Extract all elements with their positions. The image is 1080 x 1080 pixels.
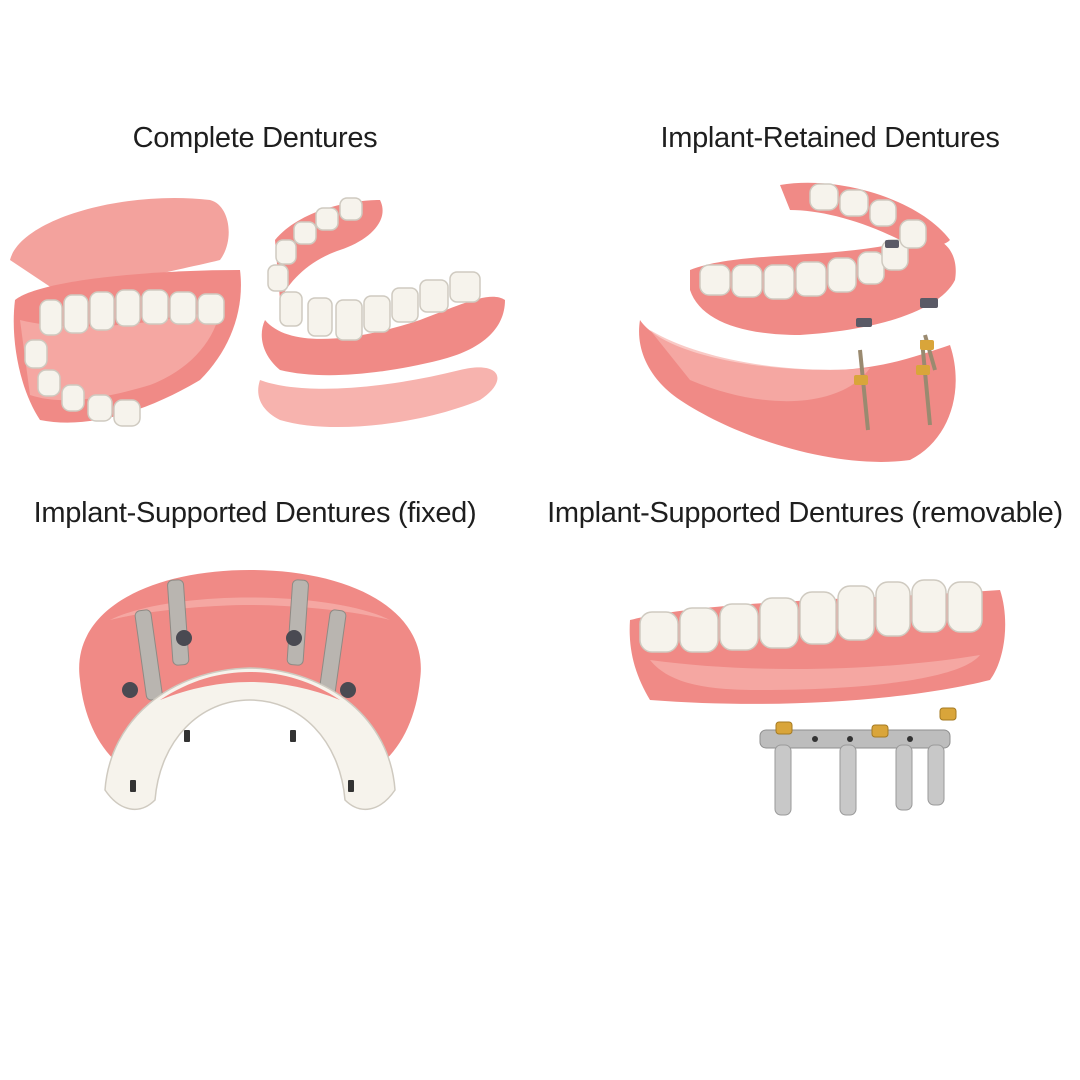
removable-denture-teeth (639, 579, 983, 653)
lower-jaw-highlight (650, 330, 870, 402)
panel-title-implant-retained-dentures: Implant-Retained Dentures (660, 122, 1000, 154)
bar-attachments (775, 707, 957, 738)
denture-gum-highlight (650, 655, 980, 690)
bridge-screws (130, 730, 354, 792)
upper-denture-palate (10, 198, 229, 300)
implant-fixtures (774, 744, 945, 816)
lower-denture-teeth (267, 197, 481, 341)
panel-title-implant-supported-removable: Implant-Supported Dentures (removable) (547, 497, 1063, 529)
implant-supported-removable-illustration (629, 579, 1006, 816)
lower-denture-flange (258, 367, 498, 428)
panel-title-complete-dentures: Complete Dentures (132, 122, 378, 154)
bridge-arch (104, 667, 396, 810)
implant-caps (854, 340, 934, 385)
attachment-housings (856, 240, 938, 327)
bridge-gum-band (160, 672, 340, 700)
panel-title-implant-supported-fixed: Implant-Supported Dentures (fixed) (33, 497, 477, 529)
complete-dentures-illustration (10, 197, 505, 428)
lower-denture-base (261, 296, 505, 376)
upper-denture-teeth (24, 289, 225, 427)
abutments (122, 630, 356, 698)
implant-retained-dentures-illustration (639, 182, 956, 462)
implant-supported-fixed-illustration (79, 570, 421, 810)
bar-holes (812, 736, 913, 742)
